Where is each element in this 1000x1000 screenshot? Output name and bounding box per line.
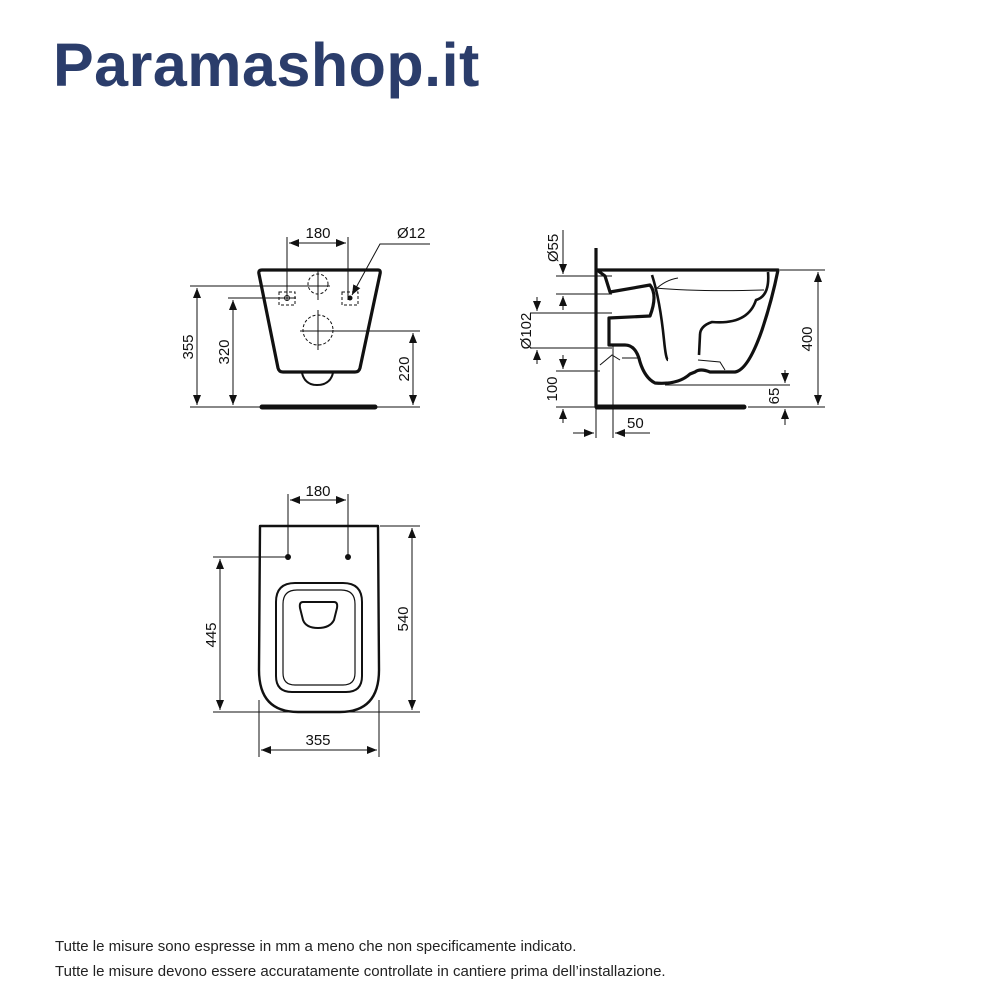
dim-outlet-height: 100 [544, 376, 561, 401]
side-bowl-outline [595, 268, 780, 385]
dim-total-height: 400 [799, 326, 816, 351]
dim-bolt-to-front: 445 [203, 622, 220, 647]
dim-bolt-spacing: 180 [305, 225, 330, 242]
front-view: 180 Ø12 355 320 220 [180, 225, 430, 410]
dim-bottom-clearance: 65 [766, 388, 783, 405]
dim-bolt-diameter: Ø12 [397, 225, 425, 242]
front-bowl-outline [257, 268, 382, 374]
footer-notes: Tutte le misure sono espresse in mm a me… [55, 934, 666, 984]
note-verify: Tutte le misure devono essere accuratame… [55, 963, 666, 980]
dim-height-bolts: 320 [216, 339, 233, 364]
lid-handle [298, 601, 339, 629]
dim-wall-offset: 50 [627, 415, 644, 432]
side-view: Ø55 Ø102 100 400 65 50 [518, 230, 825, 438]
top-view: 180 445 540 355 [203, 483, 420, 757]
dim-inlet-diameter: Ø55 [545, 234, 562, 262]
dim-height-top: 355 [180, 334, 197, 359]
seat-outline [275, 582, 363, 693]
front-outlet-tab [301, 372, 334, 386]
dim-width: 355 [305, 732, 330, 749]
note-units: Tutte le misure sono espresse in mm a me… [55, 938, 577, 955]
dim-outlet-diameter: Ø102 [518, 313, 535, 350]
brand-logo[interactable]: Paramashop.it [53, 31, 480, 99]
dim-length: 540 [395, 606, 412, 631]
dim-height-outlet: 220 [396, 356, 413, 381]
dim-top-bolt-spacing: 180 [305, 483, 330, 500]
